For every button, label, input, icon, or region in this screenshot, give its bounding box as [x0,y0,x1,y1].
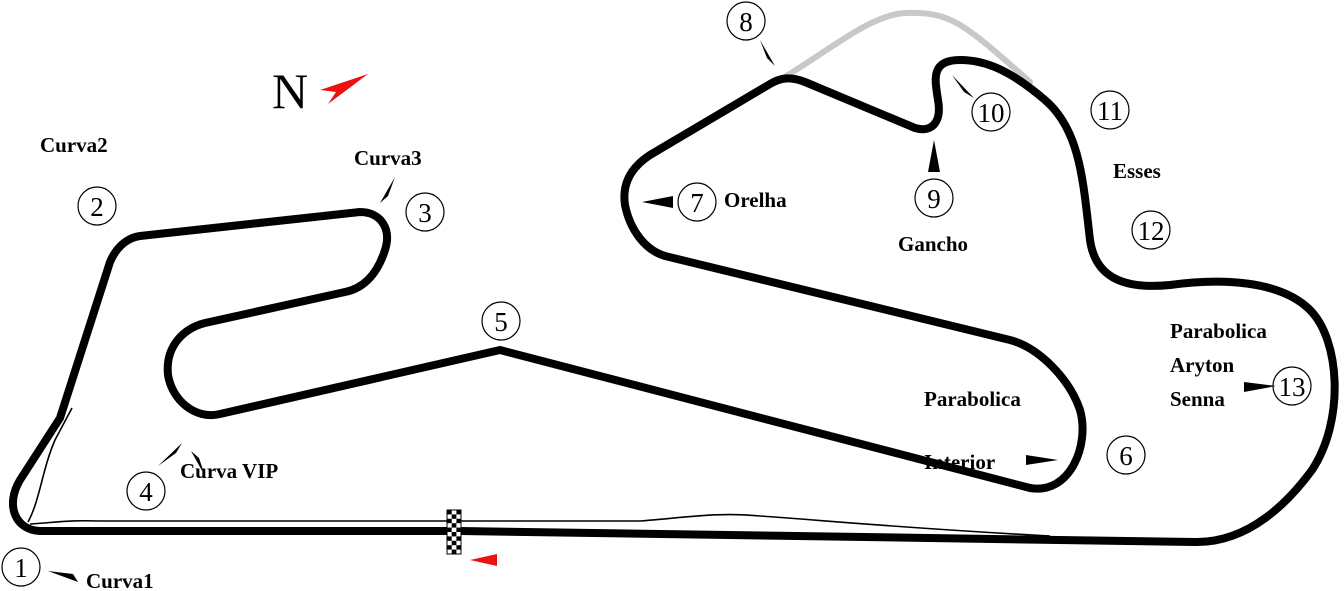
corner-12-number: 12 [1138,216,1165,246]
corner-6-number: 6 [1119,441,1133,471]
corner-9-marker: 9 [914,178,954,218]
corner-11-number: 11 [1097,96,1123,126]
gancho-label: Gancho [898,232,968,256]
curva-vip-pointer-icon [191,451,205,476]
corner-7-pointer-icon [642,196,673,208]
esses-label: Esses [1113,159,1161,183]
corner-3-marker: 3 [405,192,445,232]
north-indicator: N [272,63,368,119]
corner-3-pointer-icon [380,177,395,203]
parabolica-senna-label-line3: Senna [1170,387,1225,411]
corner-8-pointer-icon [760,40,775,66]
corner-1-pointer-icon [48,571,78,582]
corner-10-number: 10 [978,98,1005,128]
north-label: N [272,63,308,119]
circuit-track [8,56,1339,547]
corner-13-marker: 13 [1272,366,1312,406]
corner-10-pointer-icon [952,75,974,98]
curva-vip-label: Curva VIP [180,459,278,483]
corner-4-pointer-icon [158,443,182,466]
race-direction-arrow [470,554,497,566]
corner-4-marker: 4 [126,471,166,511]
corner-4-number: 4 [139,477,153,507]
corner-8-marker: 8 [726,1,766,41]
corner-6-marker: 6 [1106,435,1146,475]
corner-8-number: 8 [739,7,753,37]
corner-10-marker: 10 [971,92,1011,132]
curva1-label: Curva1 [86,569,154,591]
parabolica-senna-label-line2: Aryton [1170,353,1234,377]
curva2-label: Curva2 [40,133,108,157]
parabolica-interior-label-line1: Parabolica [924,387,1021,411]
orelha-label: Orelha [724,188,787,212]
start-finish-line [446,509,462,555]
north-arrow-icon [320,74,368,104]
corner-11-marker: 11 [1090,90,1130,130]
corner-7-number: 7 [690,188,704,218]
corner-1-number: 1 [14,553,28,583]
corner-7-marker: 7 [677,182,717,222]
parabolica-senna-label-line1: Parabolica [1170,319,1267,343]
old-track-section [780,9,1033,85]
corner-6-pointer-icon [1026,455,1058,465]
corner-12-marker: 12 [1131,210,1171,250]
pit-lane [27,407,1051,537]
corner-2-number: 2 [90,192,104,222]
corner-9-number: 9 [927,184,941,214]
parabolica-interior-label-line2: Interior [924,450,995,474]
corner-1-marker: 1 [1,547,41,587]
corner-3-number: 3 [418,198,432,228]
corner-2-marker: 2 [77,186,117,226]
corner-5-number: 5 [494,307,508,337]
curva3-label: Curva3 [354,146,422,170]
corner-9-pointer-icon [928,140,940,172]
corner-13-pointer-icon [1244,382,1276,392]
corner-5-marker: 5 [481,301,521,341]
corner-13-number: 13 [1279,372,1306,402]
